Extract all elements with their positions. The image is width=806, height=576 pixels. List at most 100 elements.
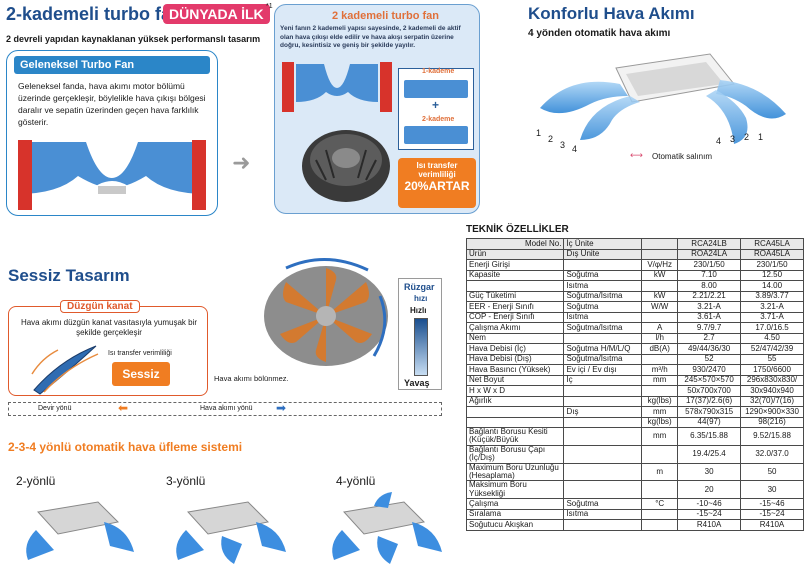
spec-value-b-cell: 98(216) (740, 416, 804, 428)
spec-name-cell: Maximum Boru Uzunluğu (Hesaplama) (465, 462, 565, 482)
spec-unit-cell (641, 248, 679, 260)
spec-unit-cell: m³/h (641, 364, 679, 376)
fan-wheel-illustration (264, 258, 388, 366)
left-number: 3 (560, 140, 566, 150)
spec-name-cell: Hava Debisi (İç) (465, 343, 565, 355)
spec-mode-cell: Isıtma (563, 280, 643, 292)
page-subtitle: 2 devreli yapıdan kaynaklanan yüksek per… (6, 34, 261, 44)
spec-value-a-cell: 8.00 (677, 280, 742, 292)
spec-name-cell: Sıralama (465, 508, 565, 521)
spec-mode-cell (563, 444, 643, 464)
spec-name-cell (465, 416, 565, 428)
direction-2-illustration (26, 501, 134, 560)
direction-bar (8, 402, 442, 416)
spec-value-b-cell: 3.89/3.77 (740, 290, 804, 302)
spec-name-cell: Çalışma Akımı (465, 322, 565, 334)
spec-unit-cell (641, 238, 679, 250)
conventional-fan-illustration (18, 140, 206, 210)
specs-row: kg(lbs)44(97)98(216) (465, 416, 804, 428)
spec-value-a-cell: 20 (677, 480, 742, 500)
airflow-direction-label: Hava akımı yönü (200, 405, 253, 412)
spec-mode-cell (563, 395, 643, 407)
spec-value-b-cell: ROA45LA (740, 248, 804, 260)
spec-unit-cell: A (641, 322, 679, 334)
spec-value-a-cell: 9.7/9.7 (677, 322, 742, 334)
wind-fast-label: Hızlı (410, 306, 427, 315)
spec-value-b-cell: 55 (740, 353, 804, 365)
spec-mode-cell: İç (563, 374, 643, 386)
split-label: Hava akımı bölünmez. (214, 374, 289, 383)
spec-unit-cell (641, 353, 679, 365)
spec-unit-cell: kg(lbs) (641, 416, 679, 428)
right-number: 4 (716, 136, 722, 146)
spec-mode-cell: Soğutma (563, 269, 643, 281)
direction-4-label: 4-yönlü (336, 474, 376, 488)
stage-2-label: 2-kademe (422, 116, 455, 123)
spec-value-b-cell: 12.50 (740, 269, 804, 281)
spec-unit-cell: l/h (641, 332, 679, 344)
spec-value-b-cell: 9.52/15.88 (740, 427, 804, 446)
spec-mode-cell (563, 462, 643, 482)
spec-value-a-cell: 930/2470 (677, 364, 742, 376)
spec-mode-cell (563, 480, 643, 500)
spec-unit-cell: kg(lbs) (641, 395, 679, 407)
direction-3-illustration (176, 501, 286, 564)
spec-mode-cell: Dış Ünite (563, 248, 643, 260)
world-first-badge: DÜNYADA İLK (163, 4, 270, 24)
spec-value-b-cell: 32(70)/7(16) (740, 395, 804, 407)
spec-unit-cell: mm (641, 427, 679, 446)
spec-value-a-cell: R410A (677, 519, 742, 531)
spec-value-a-cell: 3.21-A (677, 301, 742, 313)
spec-name-cell: H x W x D (465, 385, 565, 397)
spec-value-b-cell: 4.50 (740, 332, 804, 344)
spec-unit-cell: dB(A) (641, 343, 679, 355)
spec-mode-cell (563, 259, 643, 271)
spec-value-b-cell: 14.00 (740, 280, 804, 292)
spec-value-a-cell: 2.7 (677, 332, 742, 344)
spec-value-a-cell: 3.61-A (677, 311, 742, 323)
stage-2-diagram (404, 126, 468, 144)
spec-name-cell: Ürün (465, 248, 565, 260)
airflow-direction-arrow: ➡ (276, 401, 287, 415)
right-number: 1 (758, 132, 764, 142)
spec-name-cell: Hava Basıncı (Yüksek) (465, 364, 565, 376)
silent-title: Sessiz Tasarım (8, 266, 130, 285)
turbo-fan-text: Yeni fanın 2 kademeli yapısı sayesinde, … (280, 25, 461, 49)
spec-unit-cell (641, 508, 679, 521)
spec-name-cell (465, 280, 565, 292)
spec-name-cell: Net Boyut (465, 374, 565, 386)
spec-mode-cell: Soğutma/Isıtma (563, 322, 643, 334)
spec-unit-cell (641, 280, 679, 292)
spec-value-a-cell: 49/44/36/30 (677, 343, 742, 355)
spec-value-a-cell: 17(37)/2.6(6) (677, 395, 742, 407)
directions-title: 2-3-4 yönlü otomatik hava üfleme sistemi (8, 440, 243, 454)
spec-name-cell: Güç Tüketimi (465, 290, 565, 302)
spec-unit-cell: mm (641, 374, 679, 386)
spec-value-a-cell: RCA24LB (677, 238, 742, 250)
airflow-right-numbers: 4 3 2 1 (716, 132, 776, 152)
blade-illustration (31, 345, 99, 395)
spec-mode-cell: Soğutma (563, 301, 643, 313)
airflow-illustration (540, 53, 786, 144)
spec-unit-cell: mm (641, 406, 679, 418)
spec-value-b-cell: 30x940x940 (740, 385, 804, 397)
direction-3-label: 3-yönlü (166, 474, 206, 488)
spec-mode-cell: Soğutma (563, 498, 643, 510)
spec-value-b-cell: 50 (740, 462, 804, 482)
spec-value-b-cell: 17.0/16.5 (740, 322, 804, 334)
quiet-badge: Sessiz (112, 362, 170, 386)
spec-mode-cell: Dış (563, 406, 643, 418)
